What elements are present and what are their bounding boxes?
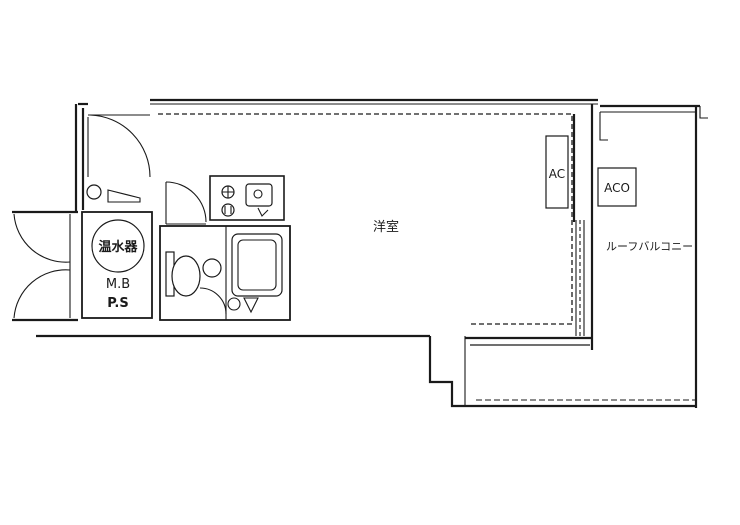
drain-icon	[227, 297, 241, 311]
vent-icon	[243, 297, 259, 314]
roof-balcony: ACO ルーフバルコニー	[470, 104, 708, 408]
unit-bath	[159, 225, 291, 321]
pipe-space-label: P.S	[107, 296, 128, 311]
washbasin-icon	[202, 258, 222, 278]
bathtub-icon	[231, 233, 283, 297]
ac-indoor-label: AC	[549, 167, 565, 181]
water-heater-tank	[91, 219, 145, 273]
meter-box-label: M.B	[106, 277, 130, 292]
water-heater-label: 温水器	[98, 239, 138, 255]
entry-shoe-box	[86, 184, 141, 203]
entrance-door	[87, 114, 151, 178]
kitchenette	[209, 175, 285, 221]
water-heater-closet: 温水器 M.B P.S	[81, 211, 153, 319]
toilet-bowl-icon	[171, 255, 201, 297]
corridor-door	[165, 181, 207, 225]
stove-burner-2-icon	[221, 203, 235, 217]
ac-outdoor-unit	[597, 167, 637, 207]
sink-icon	[245, 183, 273, 207]
exterior-walls	[36, 98, 598, 408]
ac-outdoor-label: ACO	[604, 181, 630, 195]
ac-indoor-unit: AC	[545, 135, 569, 209]
western-room-label: 洋室	[373, 219, 399, 235]
roof-balcony-label: ルーフバルコニー	[606, 240, 693, 253]
exterior-side-door	[12, 210, 78, 322]
balcony-sliding-window	[575, 220, 585, 336]
